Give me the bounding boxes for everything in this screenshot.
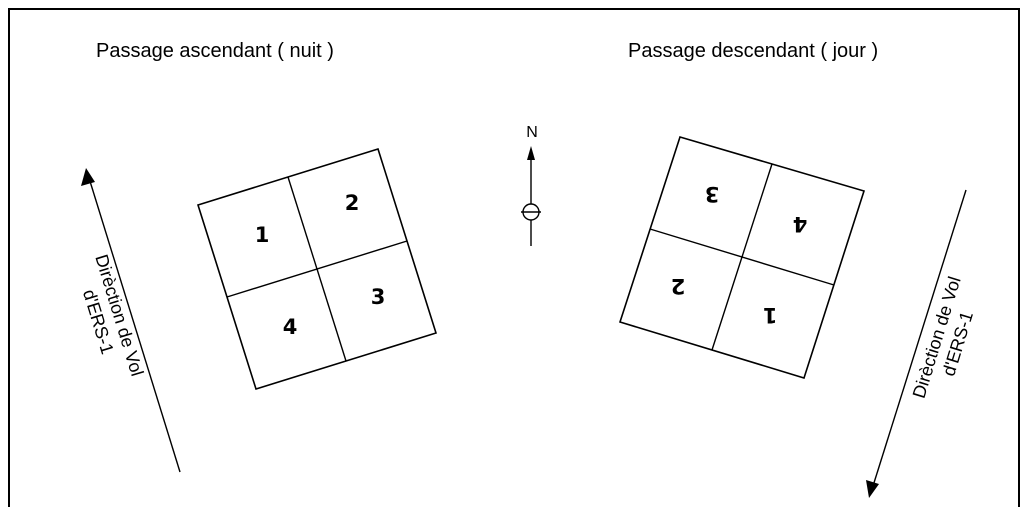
descending-title: Passage descendant ( jour ) <box>628 40 878 62</box>
descending-flight-arrow-line <box>872 189 967 487</box>
ascending-flight-label: Dirèction de Vol d'ERS-1 <box>79 252 147 378</box>
ascending-flight-arrow-head <box>81 168 95 186</box>
north-arrow-icon <box>521 146 541 246</box>
diagram-frame <box>8 8 1020 507</box>
descending-flight-arrow-head <box>866 480 879 498</box>
north-label: N <box>526 124 538 141</box>
ascending-quadrant-2: 2 <box>345 191 360 215</box>
ascending-title: Passage ascendant ( nuit ) <box>96 40 334 62</box>
ascending-quadrant-1: 1 <box>255 223 270 247</box>
ascending-scene-divider-horizontal <box>226 240 408 298</box>
descending-quadrant-2: 2 <box>671 274 686 298</box>
descending-quadrant-3: 3 <box>705 182 720 206</box>
ascending-quadrant-3: 3 <box>371 285 386 309</box>
descending-scene-divider-horizontal <box>649 228 835 286</box>
ascending-quadrant-4: 4 <box>283 315 298 339</box>
descending-quadrant-1: 1 <box>763 303 778 327</box>
descending-quadrant-4: 4 <box>793 212 808 236</box>
descending-flight-label: Dirèction de Vol d'ERS-1 <box>909 274 977 400</box>
ascending-flight-arrow-line <box>88 177 181 473</box>
